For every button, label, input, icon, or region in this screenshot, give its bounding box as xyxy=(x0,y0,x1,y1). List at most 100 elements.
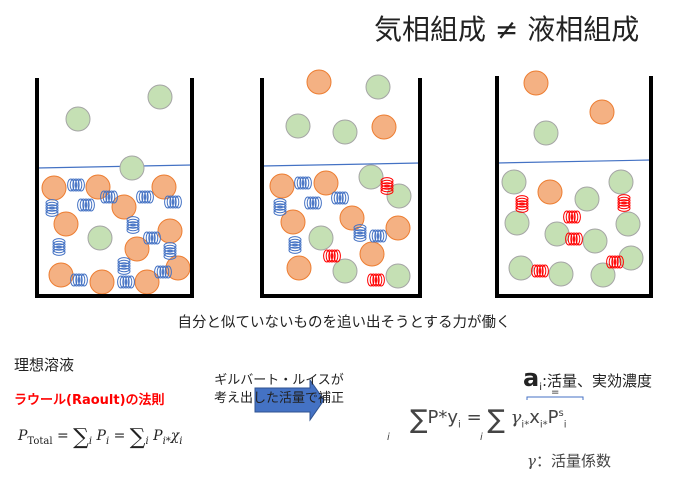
molecule-orange xyxy=(157,218,183,244)
spring-coil xyxy=(288,241,302,249)
molecule-orange xyxy=(48,262,74,288)
spring-coil xyxy=(87,198,95,212)
spring-coil xyxy=(273,198,287,206)
spring-coil xyxy=(611,255,619,269)
spring-coil xyxy=(531,264,539,278)
spring-icon xyxy=(288,236,302,254)
spring-coil xyxy=(141,190,149,204)
formula-term: x xyxy=(529,407,540,428)
beaker-3 xyxy=(495,70,653,298)
spring-coil xyxy=(153,231,161,245)
spring-coil xyxy=(72,178,80,192)
spring-coil xyxy=(353,231,367,240)
gilbert-lewis-note: ギルバート・ルイスが 考え出した活量で補正 xyxy=(214,372,344,408)
sum-symbol: ∑ xyxy=(410,405,428,435)
spring-coil xyxy=(117,257,131,265)
spring-coil xyxy=(608,255,617,269)
spring-coil xyxy=(328,249,336,263)
spring-coil xyxy=(102,190,111,204)
spring-coil xyxy=(617,199,631,207)
spring-coil xyxy=(164,195,172,209)
spring-coil xyxy=(117,267,131,275)
molecule-orange xyxy=(589,99,615,125)
molecule-green xyxy=(332,258,358,284)
spring-coil xyxy=(77,178,85,192)
spring-coil xyxy=(45,209,59,217)
sum-symbol: ∑ xyxy=(73,425,89,450)
spring-coil xyxy=(45,206,59,215)
molecule-green xyxy=(365,74,391,100)
spring-coil xyxy=(119,275,128,289)
molecule-green xyxy=(504,210,530,236)
spring-icon xyxy=(353,224,367,242)
spring-icon xyxy=(531,264,549,278)
spring-coil xyxy=(306,196,315,210)
spring-coil xyxy=(323,249,331,263)
spring-coil xyxy=(606,255,614,269)
spring-coil xyxy=(380,179,394,188)
spring-coil xyxy=(288,238,302,247)
spring-coil xyxy=(570,210,579,224)
formula-sub: i xyxy=(105,435,110,447)
formula-sub: i xyxy=(162,435,166,447)
spring-coil xyxy=(136,190,144,204)
gamma-label: ：活量係数 xyxy=(535,452,611,470)
spring-coil xyxy=(154,265,162,279)
molecule-green xyxy=(147,84,173,110)
spring-coil xyxy=(161,265,170,279)
spring-coil xyxy=(367,273,375,287)
spring-icon xyxy=(163,242,177,260)
spring-coil xyxy=(331,191,339,205)
spring-coil xyxy=(616,255,624,269)
spring-coil xyxy=(52,248,66,256)
spring-coil xyxy=(52,243,66,251)
spring-coil xyxy=(515,197,529,206)
spring-icon xyxy=(117,275,135,289)
spring-coil xyxy=(380,182,394,190)
molecule-green xyxy=(386,183,412,209)
spring-coil xyxy=(572,232,581,246)
spring-coil xyxy=(146,190,154,204)
spring-coil xyxy=(45,204,59,212)
spring-coil xyxy=(110,190,118,204)
molecule-orange xyxy=(151,174,177,200)
spring-coil xyxy=(117,275,125,289)
spring-coil xyxy=(379,229,387,243)
spring-coil xyxy=(617,196,631,205)
molecule-green xyxy=(508,255,534,281)
formula-term: P xyxy=(18,428,28,444)
spring-coil xyxy=(70,273,78,287)
spring-coil xyxy=(369,229,377,243)
molecule-green xyxy=(308,225,334,251)
spring-coil xyxy=(314,196,322,210)
spring-coil xyxy=(299,176,307,190)
spring-coil xyxy=(273,200,287,209)
spring-coil xyxy=(273,208,287,216)
activity-sub: i xyxy=(539,382,542,393)
spring-coil xyxy=(150,231,159,245)
spring-coil xyxy=(52,240,66,249)
spring-icon xyxy=(380,177,394,195)
spring-coil xyxy=(148,231,156,245)
raoult-formula: PTotal = ∑i Pi = ∑i Pi*χi xyxy=(18,425,182,450)
spring-coil xyxy=(69,178,78,192)
beaker-outline xyxy=(495,76,653,298)
spring-coil xyxy=(100,190,108,204)
spring-coil xyxy=(376,229,385,243)
spring-coil xyxy=(117,264,131,273)
spring-icon xyxy=(323,249,341,263)
spring-coil xyxy=(156,265,165,279)
spring-icon xyxy=(515,195,529,213)
right-arrow-icon xyxy=(254,378,325,422)
spring-coil xyxy=(117,259,131,268)
sum-symbol: ∑ xyxy=(129,425,146,450)
spring-coil xyxy=(613,255,622,269)
spring-coil xyxy=(617,201,631,210)
molecule-green xyxy=(615,211,641,237)
spring-coil xyxy=(67,178,75,192)
spring-coil xyxy=(371,229,380,243)
gamma-symbol: γ xyxy=(527,452,536,470)
spring-coil xyxy=(515,195,529,203)
spring-icon xyxy=(126,216,140,234)
molecule-green xyxy=(65,106,91,132)
